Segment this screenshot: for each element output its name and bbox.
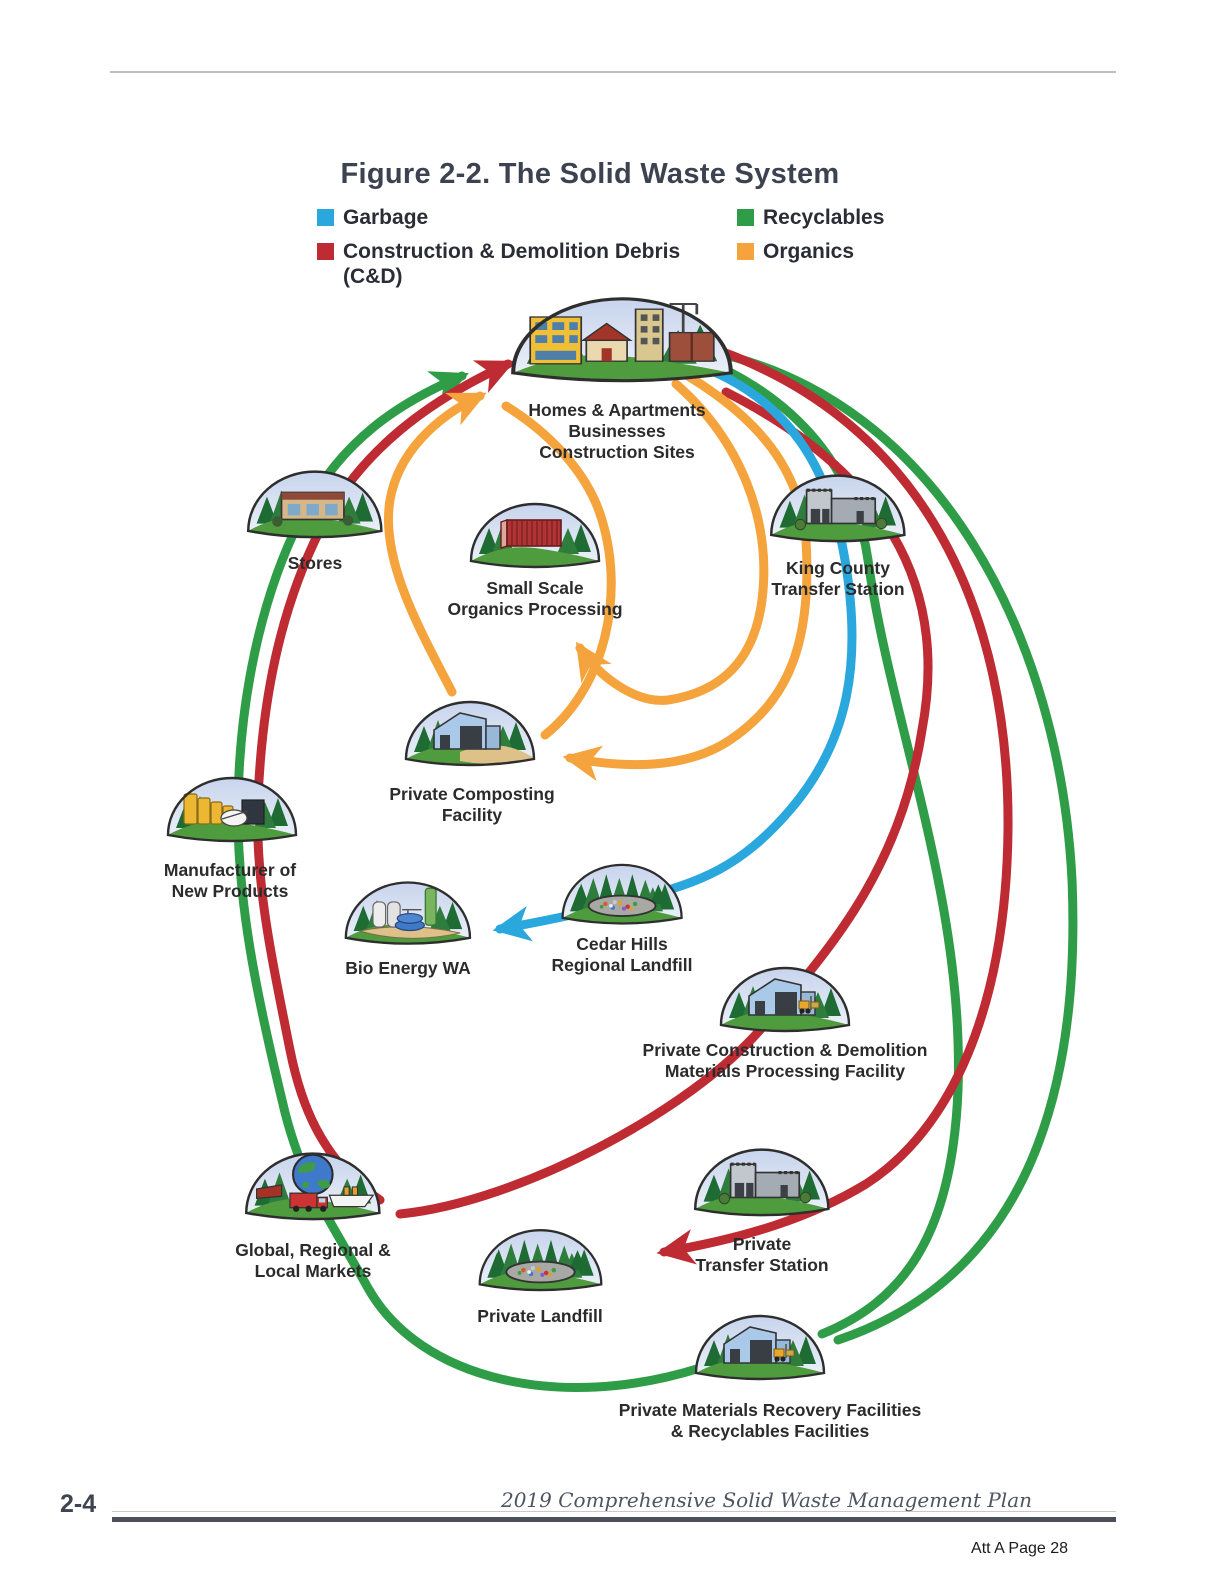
flow-organics-composting-to-homes-a	[384, 391, 487, 697]
node-label-stores: Stores	[287, 553, 343, 573]
diagram-nodes	[166, 299, 906, 1381]
page-number: 2-4	[60, 1490, 97, 1518]
cd-swatch-icon	[317, 242, 334, 260]
node-label-private-mrf: Private Materials Recovery Facilities & …	[618, 1400, 922, 1441]
legend-label: Construction & Demolition Debris (C&D)	[343, 239, 681, 289]
node-private-transfer-station	[693, 1148, 830, 1217]
node-label-kc-transfer-station: King County Transfer Station	[771, 558, 905, 599]
legend-item-garbage: Garbage	[317, 205, 737, 231]
flow-recyclables-homes-to-mrf	[707, 347, 1078, 1345]
organics-swatch-icon	[737, 242, 754, 260]
node-label-cedar-hills-landfill: Cedar Hills Regional Landfill	[551, 934, 693, 975]
node-private-composting	[404, 700, 536, 767]
header-rule	[110, 71, 1116, 73]
footer-attachment-label: Att A Page 28	[971, 1540, 1068, 1557]
node-homes	[513, 299, 731, 381]
node-manufacturer	[166, 776, 298, 843]
node-label-private-cd-processing: Private Construction & Demolition Materi…	[642, 1040, 928, 1081]
legend-item-recyclables: Recyclables	[737, 205, 977, 231]
legend-label: Organics	[763, 239, 855, 263]
legend-item-organics: Organics	[737, 239, 977, 290]
node-private-cd-processing	[719, 966, 851, 1033]
node-label-small-scale-organics: Small Scale Organics Processing	[447, 578, 623, 619]
legend-label: Recyclables	[763, 206, 885, 229]
footer-thin-rule	[112, 1511, 1116, 1512]
flow-organics-homes-to-small-scale	[575, 379, 769, 705]
homes-businesses-construction-icon	[529, 302, 715, 365]
legend: Garbage Recyclables Construction & Demol…	[317, 205, 977, 290]
node-private-landfill	[478, 1229, 603, 1292]
node-cedar-hills-landfill	[561, 863, 683, 925]
node-label-private-transfer-station: Private Transfer Station	[695, 1234, 829, 1275]
node-stores	[246, 470, 383, 539]
organics-container-icon	[500, 519, 562, 549]
node-label-private-landfill: Private Landfill	[477, 1306, 603, 1326]
store-building-icon	[272, 491, 354, 527]
node-small-scale-organics	[469, 502, 601, 569]
node-label-global-markets: Global, Regional & Local Markets	[235, 1240, 391, 1281]
figure-title: Figure 2-2. The Solid Waste System	[340, 158, 840, 191]
node-label-private-composting: Private Composting Facility	[389, 784, 555, 825]
legend-item-cd: Construction & Demolition Debris (C&D)	[317, 239, 737, 290]
flow-organics-homes-to-composting	[562, 371, 812, 782]
node-label-homes: Homes & Apartments Businesses Constructi…	[528, 400, 706, 462]
factory-rolls-icon	[183, 793, 265, 827]
bioenergy-plant-icon	[359, 887, 461, 939]
footer-thick-rule	[112, 1517, 1116, 1522]
recyclables-swatch-icon	[737, 209, 754, 226]
node-label-manufacturer: Manufacturer of New Products	[163, 860, 297, 901]
node-bio-energy-wa	[344, 881, 472, 945]
garbage-swatch-icon	[317, 209, 334, 226]
node-private-mrf	[694, 1314, 826, 1381]
footer-doc-title: 2019 Comprehensive Solid Waste Managemen…	[500, 1488, 1032, 1512]
flow-organics-composting-to-homes-b	[501, 401, 616, 740]
compost-mound	[460, 745, 534, 764]
node-global-markets	[244, 1152, 381, 1221]
node-label-bio-energy-wa: Bio Energy WA	[345, 958, 471, 978]
legend-label: Garbage	[343, 206, 429, 229]
